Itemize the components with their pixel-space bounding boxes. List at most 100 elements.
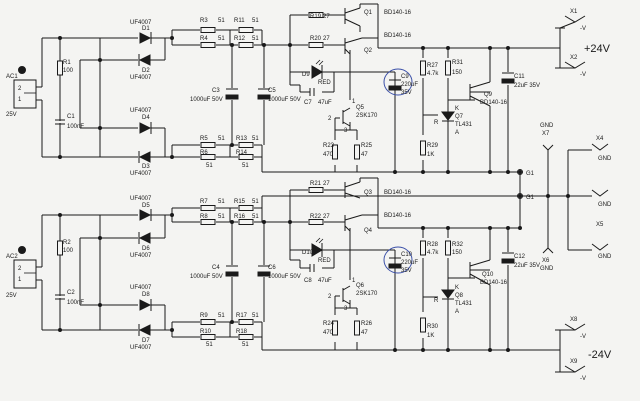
c1-label: C1 <box>67 114 75 120</box>
c1-value: 100nF <box>67 124 84 130</box>
c10-highlight-circle <box>383 246 413 274</box>
x2-pin: -V <box>580 72 586 78</box>
x7-label: X7 <box>542 131 550 137</box>
c10-value: 220uF <box>401 260 418 266</box>
junction-dots <box>58 36 570 352</box>
x4-pin: GND <box>598 156 612 162</box>
d1-part: UF4007 <box>130 20 152 26</box>
r21-label: R21 <box>310 181 322 187</box>
d8-part: UF4007 <box>130 285 152 291</box>
d3-label: D3 <box>142 164 150 170</box>
c4-value: 1000uF 50V <box>190 274 223 280</box>
ac2-label: AC2 <box>6 254 18 260</box>
r4-label: R4 <box>200 36 208 42</box>
r17-label: R17 <box>236 313 248 319</box>
q9-label: Q9 <box>484 92 493 98</box>
ac1-connector <box>13 66 37 109</box>
c9-highlight-circle <box>383 68 413 96</box>
x4-label: X4 <box>596 136 604 142</box>
transistor-symbols <box>342 7 491 310</box>
r30-label: R30 <box>427 324 439 330</box>
r20-label: R20 <box>310 36 322 42</box>
c5-value: 1000uF 50V <box>268 97 301 103</box>
q5-pin3: 3 <box>344 128 348 134</box>
r23-label: R23 <box>323 143 335 149</box>
r2-label: R2 <box>63 240 71 246</box>
c1-symbol <box>55 119 65 125</box>
c10-label: C10 <box>401 252 413 258</box>
x3-pin: GND <box>598 202 612 208</box>
q6-label: Q6 <box>356 283 365 289</box>
r12-label: R12 <box>234 36 246 42</box>
diode-symbols <box>138 32 158 336</box>
bottom-channel-wiring <box>36 172 565 373</box>
q6-part: 2SK170 <box>356 291 378 297</box>
positive-rail-label: +24V <box>584 43 611 55</box>
ac2-pin2: 2 <box>18 266 22 272</box>
q4-part: BD140-16 <box>384 213 412 219</box>
r1-symbol <box>57 60 63 76</box>
r15-value: 51 <box>252 199 259 205</box>
r17-value: 51 <box>252 313 259 319</box>
r8-label: R8 <box>200 214 208 220</box>
r5-label: R5 <box>200 136 208 142</box>
r30-value: 1K <box>427 333 434 339</box>
text-labels: AC1 2 1 25V AC2 2 1 25V R1 100 C1 100nF … <box>6 9 612 382</box>
q10-label: Q10 <box>482 272 494 278</box>
r8-value: 51 <box>218 214 225 220</box>
ac2-pin1: 1 <box>18 277 22 283</box>
c4-label: C4 <box>212 265 220 271</box>
x2-label: X2 <box>570 55 578 61</box>
r32-label: R32 <box>452 242 464 248</box>
x9-label: X9 <box>570 359 578 365</box>
c7-value: 47uF <box>318 100 332 106</box>
d2-label: D2 <box>142 68 150 74</box>
r5-value: 51 <box>218 136 225 142</box>
r13-label: R13 <box>236 136 248 142</box>
x8-label: X8 <box>570 317 578 323</box>
c12-value: 22uF 35V <box>514 263 540 269</box>
d10-part: RED <box>318 258 331 264</box>
r3-label: R3 <box>200 18 208 24</box>
r3-value: 51 <box>218 18 225 24</box>
q5-pin2: 2 <box>328 116 332 122</box>
c2-label: C2 <box>67 290 75 296</box>
r22-label: R22 <box>310 214 322 220</box>
r13-value: 51 <box>252 136 259 142</box>
d3-part: UF4007 <box>130 171 152 177</box>
r7-label: R7 <box>200 199 208 205</box>
q8-part: TL431 <box>455 301 473 307</box>
r27-label: R27 <box>427 63 439 69</box>
net-g1-top: G1 <box>526 171 535 177</box>
q10-part: BD140-16 <box>480 280 508 286</box>
d6-part: UF4007 <box>130 253 152 259</box>
r6-value: 51 <box>206 163 213 169</box>
r7-value: 51 <box>218 199 225 205</box>
q3-label: Q3 <box>364 190 373 196</box>
r29-label: R29 <box>427 143 439 149</box>
x5-label: X5 <box>596 222 604 228</box>
q7-pin-r: R <box>434 120 439 126</box>
c7-label: C7 <box>304 100 312 106</box>
q7-pin-a: A <box>455 130 459 136</box>
q8-pin-r: R <box>434 298 439 304</box>
q4-label: Q4 <box>364 228 373 234</box>
r11-label: R11 <box>234 18 245 24</box>
top-channel-wiring <box>36 3 565 173</box>
r28-value: 4.7k <box>427 250 439 256</box>
r11-value: 51 <box>252 18 259 24</box>
ac1-pin1: 1 <box>18 97 22 103</box>
r14-label: R14 <box>236 150 248 156</box>
ac1-label: AC1 <box>6 74 18 80</box>
ground-bus <box>520 144 592 254</box>
r21-value: 27 <box>323 181 330 187</box>
ac1-voltage: 25V <box>6 112 17 118</box>
r31-value: 150 <box>452 70 463 76</box>
r32-value: 150 <box>452 250 463 256</box>
r19-value: 27 <box>323 14 330 20</box>
q8-pin-a: A <box>455 309 459 315</box>
q1-label: Q1 <box>364 10 373 16</box>
negative-rail-label: -24V <box>588 349 612 361</box>
output-connector-symbols <box>559 15 609 373</box>
